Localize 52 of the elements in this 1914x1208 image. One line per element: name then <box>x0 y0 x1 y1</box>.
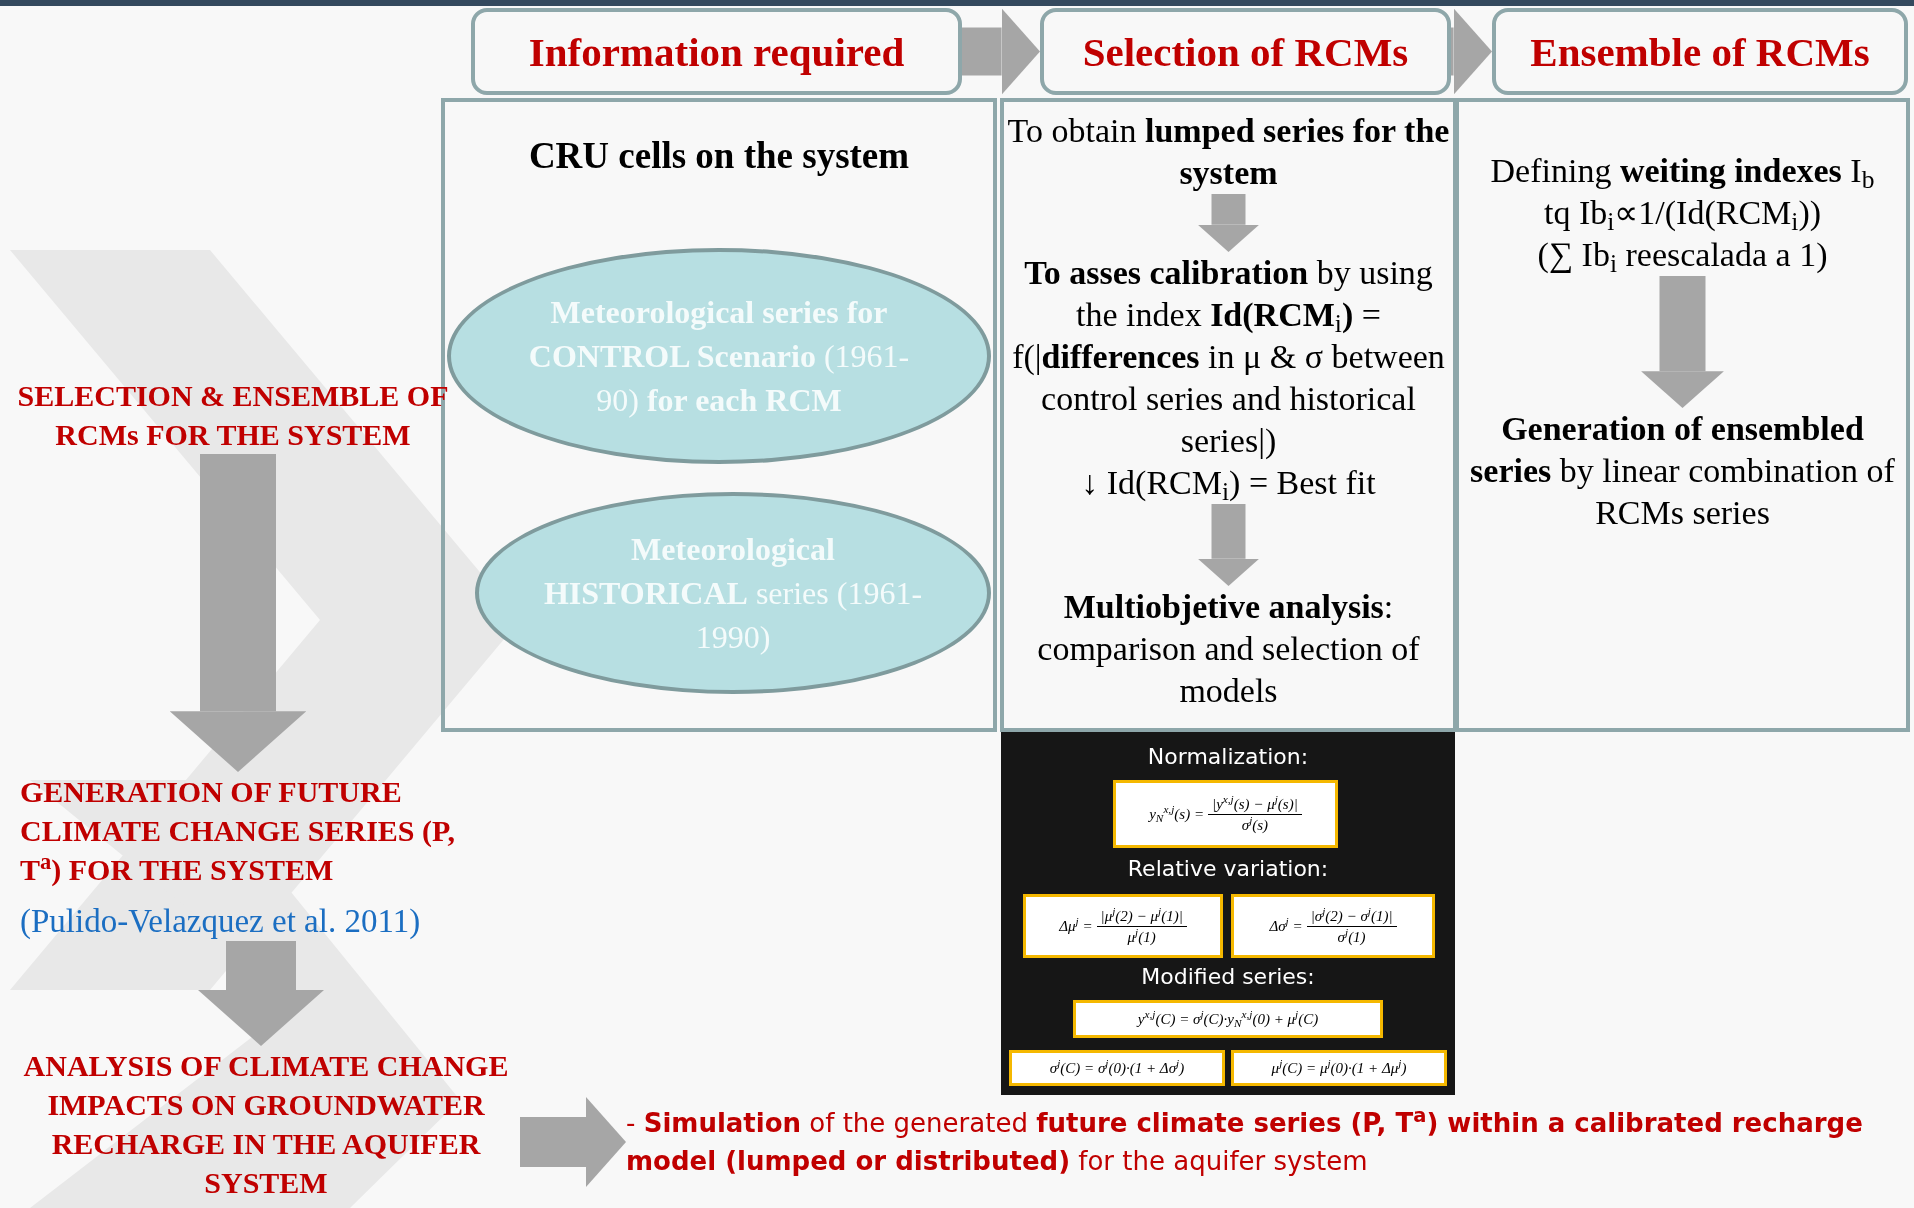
ellipse-label: Meteorological HISTORICAL series (1961-1990) <box>543 530 923 657</box>
formula-panel <box>1001 732 1455 1095</box>
stage-label: ANALYSIS OF CLIMATE CHANGE IMPACTS ON GROUNDWATER RECHARGE IN THE AQUIFER SYSTEM <box>22 1048 510 1201</box>
stage-label: SELECTION & ENSEMBLE OF RCMs FOR THE SYSTEM <box>16 378 450 453</box>
formula-numerator: |y$^{x,j}$(s) − μ$^{j}$(s)| <box>1208 793 1302 815</box>
stage-title: Selection of RCMs <box>1082 32 1409 71</box>
formula-text: Δμ$^{j}$ = <box>1059 916 1093 936</box>
block-arrow <box>1641 276 1724 408</box>
note-text: - Simulation of the generated future climate series (P, T$^{a}$) within a calibrated recharge model (lumped or distributed) for the aquifer system <box>626 1104 1864 1178</box>
step-text: To obtain lumped series for the system <box>1006 111 1451 193</box>
citation-text: (Pulido-Velazquez et al. 2011) <box>20 902 422 941</box>
block-arrow <box>198 941 324 1046</box>
formula-denominator: σ$^{j}$(1) <box>1336 926 1367 947</box>
step-text: (∑ Ib$_{i}$ reescalada a 1) <box>1536 235 1829 276</box>
step-text: To asses calibration by using the index Id(RCM$_{i}$) = f(|differences in μ & σ between control series and historical series|) <box>1011 253 1446 461</box>
formula-numerator: |σ$^{j}$(2) − σ$^{j}$(1)| <box>1306 905 1397 927</box>
formula-box <box>1023 894 1223 958</box>
block-arrow <box>1197 194 1260 252</box>
stage-title: Ensemble of RCMs <box>1530 32 1870 71</box>
block-arrow <box>169 454 307 772</box>
column-heading: CRU cells on the system <box>527 134 911 178</box>
step-text: Defining weiting indexes I$_{b}$ <box>1489 151 1876 192</box>
block-arrow <box>1197 504 1260 586</box>
formula-box <box>1231 1050 1447 1086</box>
ellipse-label: Meteorological series for CONTROL Scenario (1961-90) for each RCM <box>527 293 911 420</box>
formula-text: Δσ$^{j}$ = <box>1269 916 1303 936</box>
formula-denominator: σ$^{j}$(s) <box>1240 814 1270 835</box>
formula-box <box>1231 894 1435 958</box>
step-text: tq Ib$_{i}$∝1/(Id(RCM$_{i}$)) <box>1542 193 1823 234</box>
section-heading: Modified series: <box>1140 963 1316 991</box>
formula-box <box>1009 1050 1225 1086</box>
formula-denominator: μ$^{j}$(1) <box>1126 926 1157 947</box>
step-text: Multiobjetive analysis: comparison and selection of models <box>1036 587 1421 711</box>
formula-numerator: |μ$^{j}$(2) − μ$^{j}$(1)| <box>1096 905 1187 927</box>
formula-text: y$_{N}$$^{x,j}$(s) = <box>1149 804 1204 824</box>
formula-box <box>1113 780 1338 848</box>
column-panel <box>1455 98 1910 732</box>
step-text: Generation of ensembled series by linear combination of RCMs series <box>1469 409 1896 533</box>
stage-header-box <box>471 8 962 95</box>
section-heading: Normalization: <box>1146 743 1310 771</box>
block-arrow <box>1451 8 1492 95</box>
formula-text: μ$^{j}$(C) = μ$^{j}$(0)·(1 + Δμ$^{j}$) <box>1271 1058 1407 1078</box>
formula-text: y$^{x,j}$(C) = σ$^{j}$(C)·y$_{N}$$^{x,j}$(0) + μ$^{j}$(C) <box>1137 1009 1319 1029</box>
block-arrow <box>962 8 1040 95</box>
step-text: ↓ Id(RCM$_{i}$) = Best fit <box>1080 463 1377 504</box>
stage-header-box <box>1040 8 1451 95</box>
formula-box <box>1073 1000 1383 1038</box>
section-heading: Relative variation: <box>1126 855 1330 883</box>
stage-label: GENERATION OF FUTURE CLIMATE CHANGE SERIES (P, T$^{a}$) FOR THE SYSTEM <box>20 774 457 888</box>
formula-text: σ$^{j}$(C) = σ$^{j}$(0)·(1 + Δσ$^{j}$) <box>1049 1058 1185 1078</box>
block-arrow <box>520 1097 626 1187</box>
stage-header-box <box>1492 8 1908 95</box>
